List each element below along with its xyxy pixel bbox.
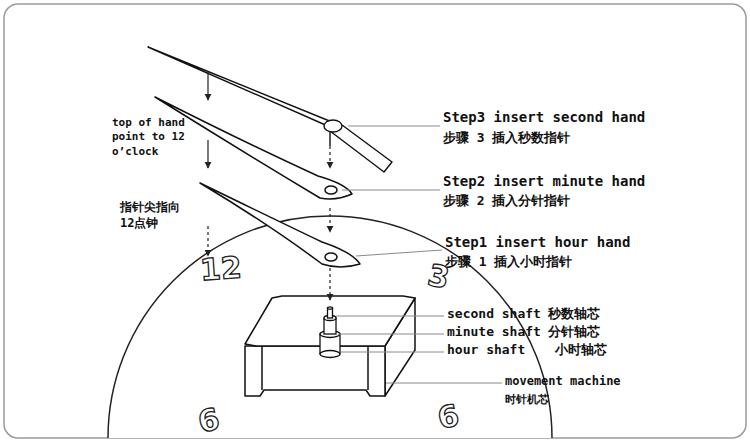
step-label: Step1 insert hour hand: [445, 233, 630, 251]
part-label: movement machine: [505, 374, 621, 390]
dial-number: 3: [425, 260, 452, 294]
part-label: hour shaft: [447, 342, 525, 359]
part-label: minute shaft: [447, 324, 541, 341]
part-label: 分针轴芯: [548, 324, 600, 341]
step-label: Step2 insert minute hand: [443, 172, 645, 190]
part-label: second shaft: [447, 306, 541, 323]
step-label: 步骤 2 插入分针指针: [443, 193, 570, 210]
part-label: 时针机芯: [505, 393, 549, 407]
note-label: top of hand point to 12 o’clock: [112, 116, 194, 159]
step-label: Step3 insert second hand: [443, 108, 645, 126]
step-label: 步骤 3 插入秒数指针: [443, 130, 570, 147]
dial-number: 9: [195, 402, 222, 436]
dial-number: 12: [199, 253, 243, 286]
step-label: 步骤 1 插入小时指针: [445, 254, 572, 271]
part-label: 小时轴芯: [555, 342, 607, 359]
note-label: 指针尖指向 12点钟: [120, 200, 200, 231]
minute-hand: [155, 97, 352, 199]
dial-number: 6: [435, 400, 462, 434]
shaft-stack: [320, 307, 340, 358]
second-hand: [148, 47, 392, 172]
part-label: 秒数轴芯: [548, 306, 600, 323]
movement-box: [245, 296, 415, 396]
